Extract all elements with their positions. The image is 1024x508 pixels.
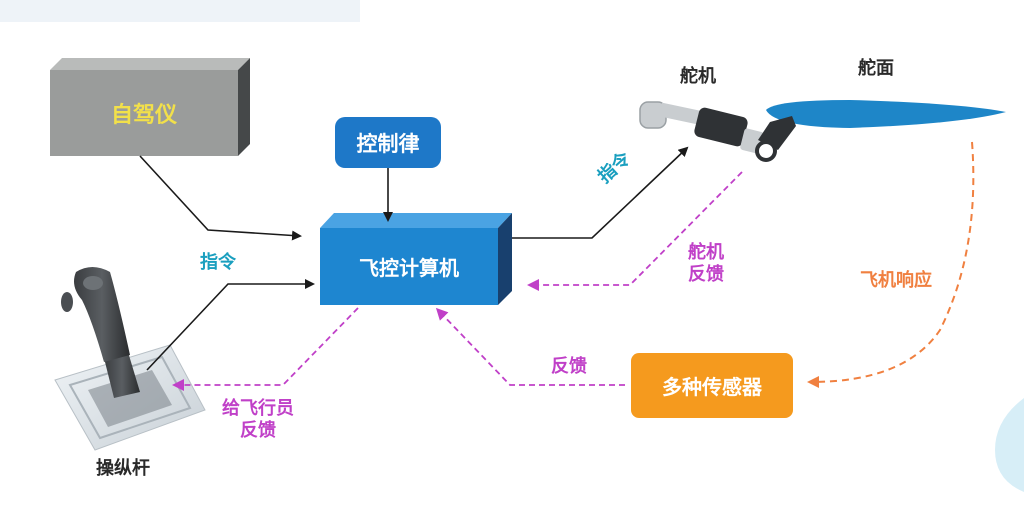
- autopilot-label: 自驾仪: [110, 103, 177, 128]
- servo-label: 舵机: [680, 66, 716, 87]
- control-law-label: 控制律: [356, 131, 420, 156]
- flight-computer-label: 飞控计算机: [359, 256, 459, 280]
- edge-decoration: [995, 398, 1024, 492]
- control-law-box: [335, 117, 441, 168]
- arrow-aircraft-response: [807, 141, 975, 388]
- header-strip: [0, 0, 360, 22]
- arrow-pilot-feedback: [172, 307, 359, 391]
- command-label-left: 指令: [200, 252, 236, 273]
- arrow-computer-to-servo: [512, 146, 689, 239]
- sensors-box: [631, 353, 793, 418]
- servo-actuator: [639, 101, 796, 162]
- arrow-servo-feedback: [527, 171, 743, 291]
- servo-feedback-label: 舵机 反馈: [688, 242, 724, 285]
- joystick-label: 操纵杆: [96, 458, 150, 479]
- arrow-joystick-to-computer: [146, 279, 315, 371]
- control-surface-label: 舵面: [858, 58, 894, 79]
- control-surface-shape: [766, 100, 1006, 128]
- pilot-feedback-label: 给飞行员 反馈: [222, 398, 294, 441]
- arrow-autopilot-to-computer: [139, 155, 302, 241]
- flight-computer-box: [320, 213, 512, 305]
- arrow-sensor-feedback: [435, 307, 625, 386]
- sensors-label: 多种传感器: [662, 375, 762, 399]
- aircraft-response-label: 飞机响应: [860, 270, 932, 291]
- autopilot-box: [50, 58, 250, 156]
- joystick-illustration: [54, 267, 206, 451]
- feedback-label: 反馈: [551, 356, 587, 377]
